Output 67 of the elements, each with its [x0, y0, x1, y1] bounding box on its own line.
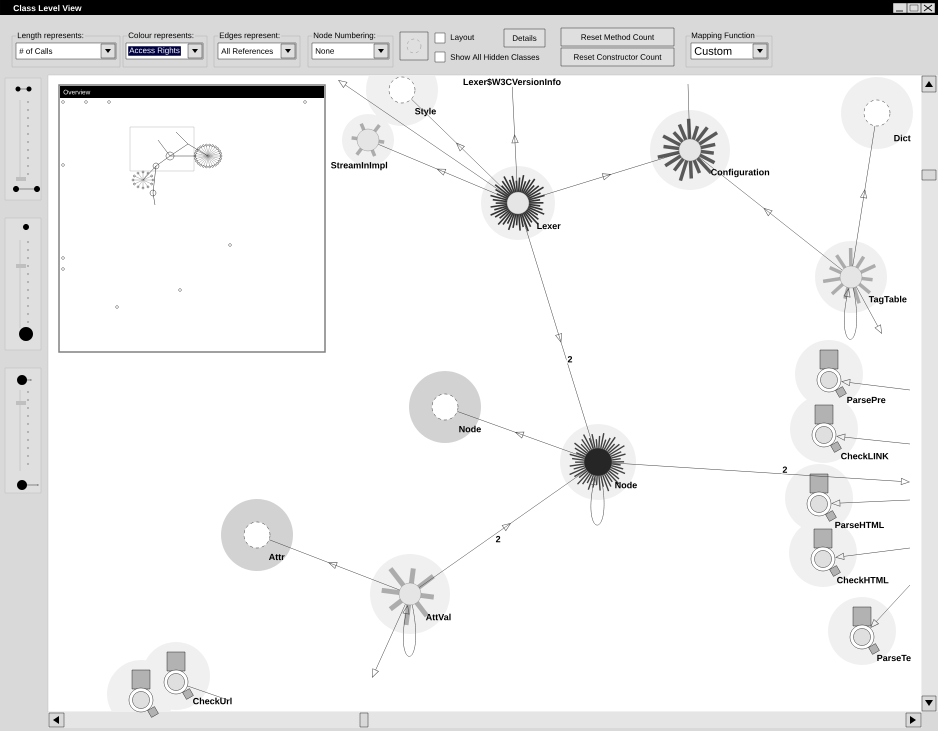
arrow	[402, 604, 416, 657]
dropdown: None	[312, 42, 390, 60]
dropdown: Custom	[690, 42, 768, 60]
class-node: CheckUrl	[164, 652, 232, 704]
class-label: Lexer$W3CVersionInfo	[464, 78, 561, 86]
arrow	[612, 462, 910, 485]
node-label: Dict	[894, 134, 911, 142]
button: Reset Constructor Count	[560, 48, 674, 66]
class-node: Configuration	[657, 118, 770, 182]
node-label: TagTable	[868, 296, 907, 304]
node-label: Node	[459, 426, 481, 432]
node-label: AttVal	[426, 614, 451, 620]
node-label: ParseTe	[877, 654, 911, 662]
class-node: Node	[432, 394, 481, 432]
class-node: CheckHTML	[810, 528, 888, 584]
checkbox: Layout	[434, 32, 474, 44]
node-label: Node	[615, 482, 637, 488]
arrow	[521, 213, 594, 449]
dropdown: # of Calls	[16, 42, 116, 60]
node-label: Attr	[268, 554, 285, 560]
class-node: ParseHTML	[806, 474, 884, 528]
arrow	[372, 604, 406, 678]
button: Details	[504, 28, 546, 48]
node-label: StreamInImpl	[330, 162, 388, 170]
class-node: Dict	[864, 100, 911, 142]
class-node: Style	[388, 76, 436, 116]
title-bar: Class Level View	[0, 0, 938, 15]
arrow	[852, 126, 876, 266]
node-label: ParseHTML	[835, 522, 884, 528]
arrow	[698, 156, 842, 270]
node-label: CheckUrl	[193, 698, 232, 704]
dropdown: Access Rights	[126, 42, 204, 60]
class-node: ParsePre	[816, 350, 886, 404]
dropdown: All References	[218, 42, 296, 60]
arrow	[512, 86, 518, 192]
class-node: StreamInImpl	[330, 123, 388, 170]
node-label: Configuration	[711, 168, 770, 178]
class-node: Attr	[244, 522, 285, 560]
class-node: AttVal	[381, 567, 451, 626]
arrow	[457, 411, 585, 458]
class-node	[128, 670, 159, 718]
class-node: TagTable	[822, 248, 907, 304]
node-label: Lexer	[537, 222, 561, 230]
arrow	[832, 500, 910, 507]
arrow	[844, 288, 857, 340]
arrow	[870, 584, 910, 628]
arrow	[418, 470, 587, 588]
arrow	[269, 540, 400, 590]
arrow	[338, 80, 509, 197]
class-node: ParseTe	[850, 606, 911, 662]
arrow	[856, 286, 882, 334]
arrow	[590, 476, 604, 526]
checkbox: Show All Hidden Classes	[434, 52, 540, 62]
class-node: Lexer	[490, 174, 561, 232]
arrow	[842, 379, 910, 390]
node-label: ParsePre	[847, 396, 886, 404]
node-label: CheckHTML	[837, 576, 888, 584]
class-node: Node	[569, 433, 637, 492]
arrow	[836, 434, 910, 444]
button: Reset Method Count	[560, 28, 674, 46]
arrow	[378, 144, 508, 199]
class-node: CheckLINK	[812, 404, 889, 460]
arrow	[411, 98, 510, 196]
node-label: Style	[414, 108, 436, 116]
arrow	[528, 153, 680, 200]
arrow	[836, 548, 910, 560]
node-label: CheckLINK	[841, 452, 889, 460]
